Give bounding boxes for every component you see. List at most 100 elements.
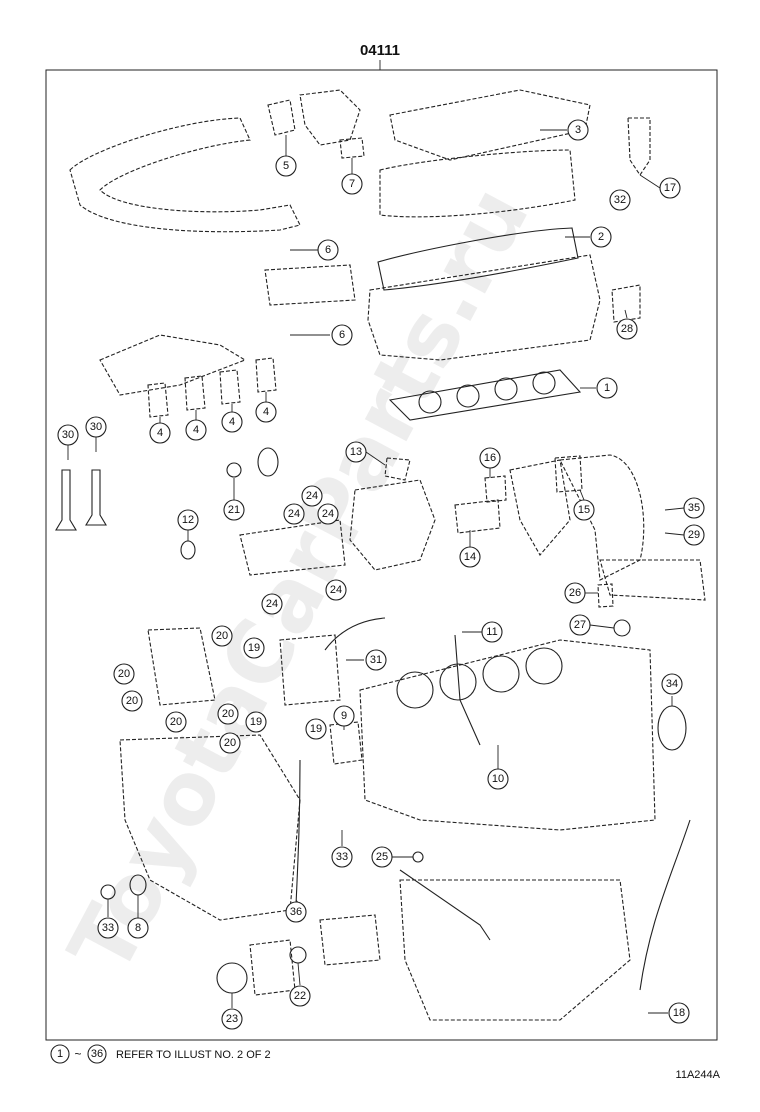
water-inlet-drawing [319, 914, 381, 966]
svg-text:30: 30 [62, 429, 74, 441]
svg-text:19: 19 [250, 716, 262, 728]
bore-2 [456, 384, 480, 408]
callout-24a: 24 [301, 485, 323, 507]
gasket-5-drawing [267, 99, 296, 136]
callout-24e: 24 [325, 579, 347, 601]
callout-14: 14 [459, 546, 481, 568]
svg-text:19: 19 [248, 642, 260, 654]
svg-text:24: 24 [330, 584, 342, 596]
callout-19c: 19 [305, 718, 327, 740]
gasket-36-drawing [295, 759, 301, 906]
callout-8: 8 [127, 917, 149, 939]
callout-12: 12 [177, 509, 199, 531]
callout-28: 28 [616, 318, 638, 340]
callout-11: 11 [481, 621, 503, 643]
fitting-28-drawing [611, 284, 641, 323]
leader-lines [67, 129, 685, 1014]
thermostat-drawing [509, 459, 571, 556]
svg-text:2: 2 [598, 231, 604, 243]
svg-text:36: 36 [290, 906, 302, 918]
water-pump-drawing [349, 479, 436, 571]
svg-text:35: 35 [688, 502, 700, 514]
oil-pan-drawing [399, 879, 631, 1021]
block-bore-4 [525, 647, 563, 685]
callout-24b: 24 [283, 503, 305, 525]
intake-pipe-drawing [69, 117, 301, 233]
svg-text:20: 20 [118, 668, 130, 680]
part-number-label: 04111 [360, 42, 400, 59]
o-ring-23-drawing [216, 962, 248, 994]
o-ring-21-drawing [226, 462, 242, 478]
svg-text:16: 16 [484, 452, 496, 464]
callout-30a: 30 [57, 424, 79, 446]
callout-9: 9 [333, 705, 355, 727]
callout-7: 7 [341, 173, 363, 195]
svg-text:9: 9 [341, 710, 347, 722]
gasket-16-drawing [484, 475, 507, 503]
cylinder-head-drawing [367, 254, 601, 361]
callout-16: 16 [479, 447, 501, 469]
valve-left [55, 469, 77, 531]
svg-text:15: 15 [578, 504, 590, 516]
svg-text:24: 24 [306, 490, 318, 502]
svg-text:20: 20 [170, 716, 182, 728]
water-pipe-drawing [559, 454, 645, 581]
svg-text:19: 19 [310, 723, 322, 735]
svg-text:5: 5 [283, 160, 289, 172]
svg-text:31: 31 [370, 654, 382, 666]
svg-text:4: 4 [229, 416, 235, 428]
callout-15: 15 [573, 499, 595, 521]
svg-text:29: 29 [688, 529, 700, 541]
svg-text:28: 28 [621, 323, 633, 335]
callout-31: 31 [365, 649, 387, 671]
svg-text:4: 4 [193, 424, 199, 436]
svg-text:36: 36 [91, 1048, 103, 1060]
cylinder-block-drawing [359, 639, 656, 831]
gasket-26-drawing [597, 583, 614, 608]
callout-3: 3 [567, 119, 589, 141]
gasket-7-drawing [339, 137, 365, 159]
svg-text:33: 33 [102, 922, 114, 934]
callout-30b: 30 [85, 416, 107, 438]
callout-23: 23 [221, 1008, 243, 1030]
block-bore-1 [396, 671, 434, 709]
callout-27: 27 [569, 614, 591, 636]
intake-manifold-drawing [264, 264, 356, 306]
bore-3 [494, 377, 518, 401]
range-end-callout: 36 [87, 1044, 107, 1064]
valve-cover-gasket-drawing [377, 227, 579, 291]
svg-text:26: 26 [569, 587, 581, 599]
manifold-gasket-d [255, 357, 277, 393]
svg-text:23: 23 [226, 1013, 238, 1025]
svg-text:11: 11 [486, 626, 497, 638]
block-bore-3 [482, 655, 520, 693]
callout-26: 26 [564, 582, 586, 604]
watermark: ToyotaCarParts.ru [50, 171, 549, 990]
callout-5: 5 [275, 155, 297, 177]
gasket-25-drawing [412, 851, 424, 863]
exhaust-manifold-drawing [99, 334, 247, 396]
oil-cooler-drawing [239, 519, 346, 576]
block-bore-2 [439, 663, 477, 701]
timing-cover-drawing [119, 734, 301, 921]
gasket-9-drawing [329, 721, 363, 765]
injector-drawing [627, 117, 651, 176]
callout-4c: 4 [221, 411, 243, 433]
gasket-12-drawing [180, 540, 196, 560]
valve-right [85, 469, 107, 526]
callout-6a: 6 [317, 239, 339, 261]
svg-text:24: 24 [288, 508, 300, 520]
callout-22: 22 [289, 985, 311, 1007]
svg-text:1: 1 [57, 1048, 63, 1060]
svg-text:24: 24 [322, 508, 334, 520]
svg-text:18: 18 [673, 1007, 685, 1019]
gasket-27-drawing [613, 619, 631, 637]
svg-text:33: 33 [336, 851, 348, 863]
callout-20c: 20 [121, 690, 143, 712]
svg-text:21: 21 [228, 504, 240, 516]
diagram-frame [45, 69, 718, 1041]
svg-text:22: 22 [294, 990, 306, 1002]
callout-32: 32 [609, 189, 631, 211]
svg-text:20: 20 [224, 737, 236, 749]
manifold-gasket-a [147, 382, 169, 418]
